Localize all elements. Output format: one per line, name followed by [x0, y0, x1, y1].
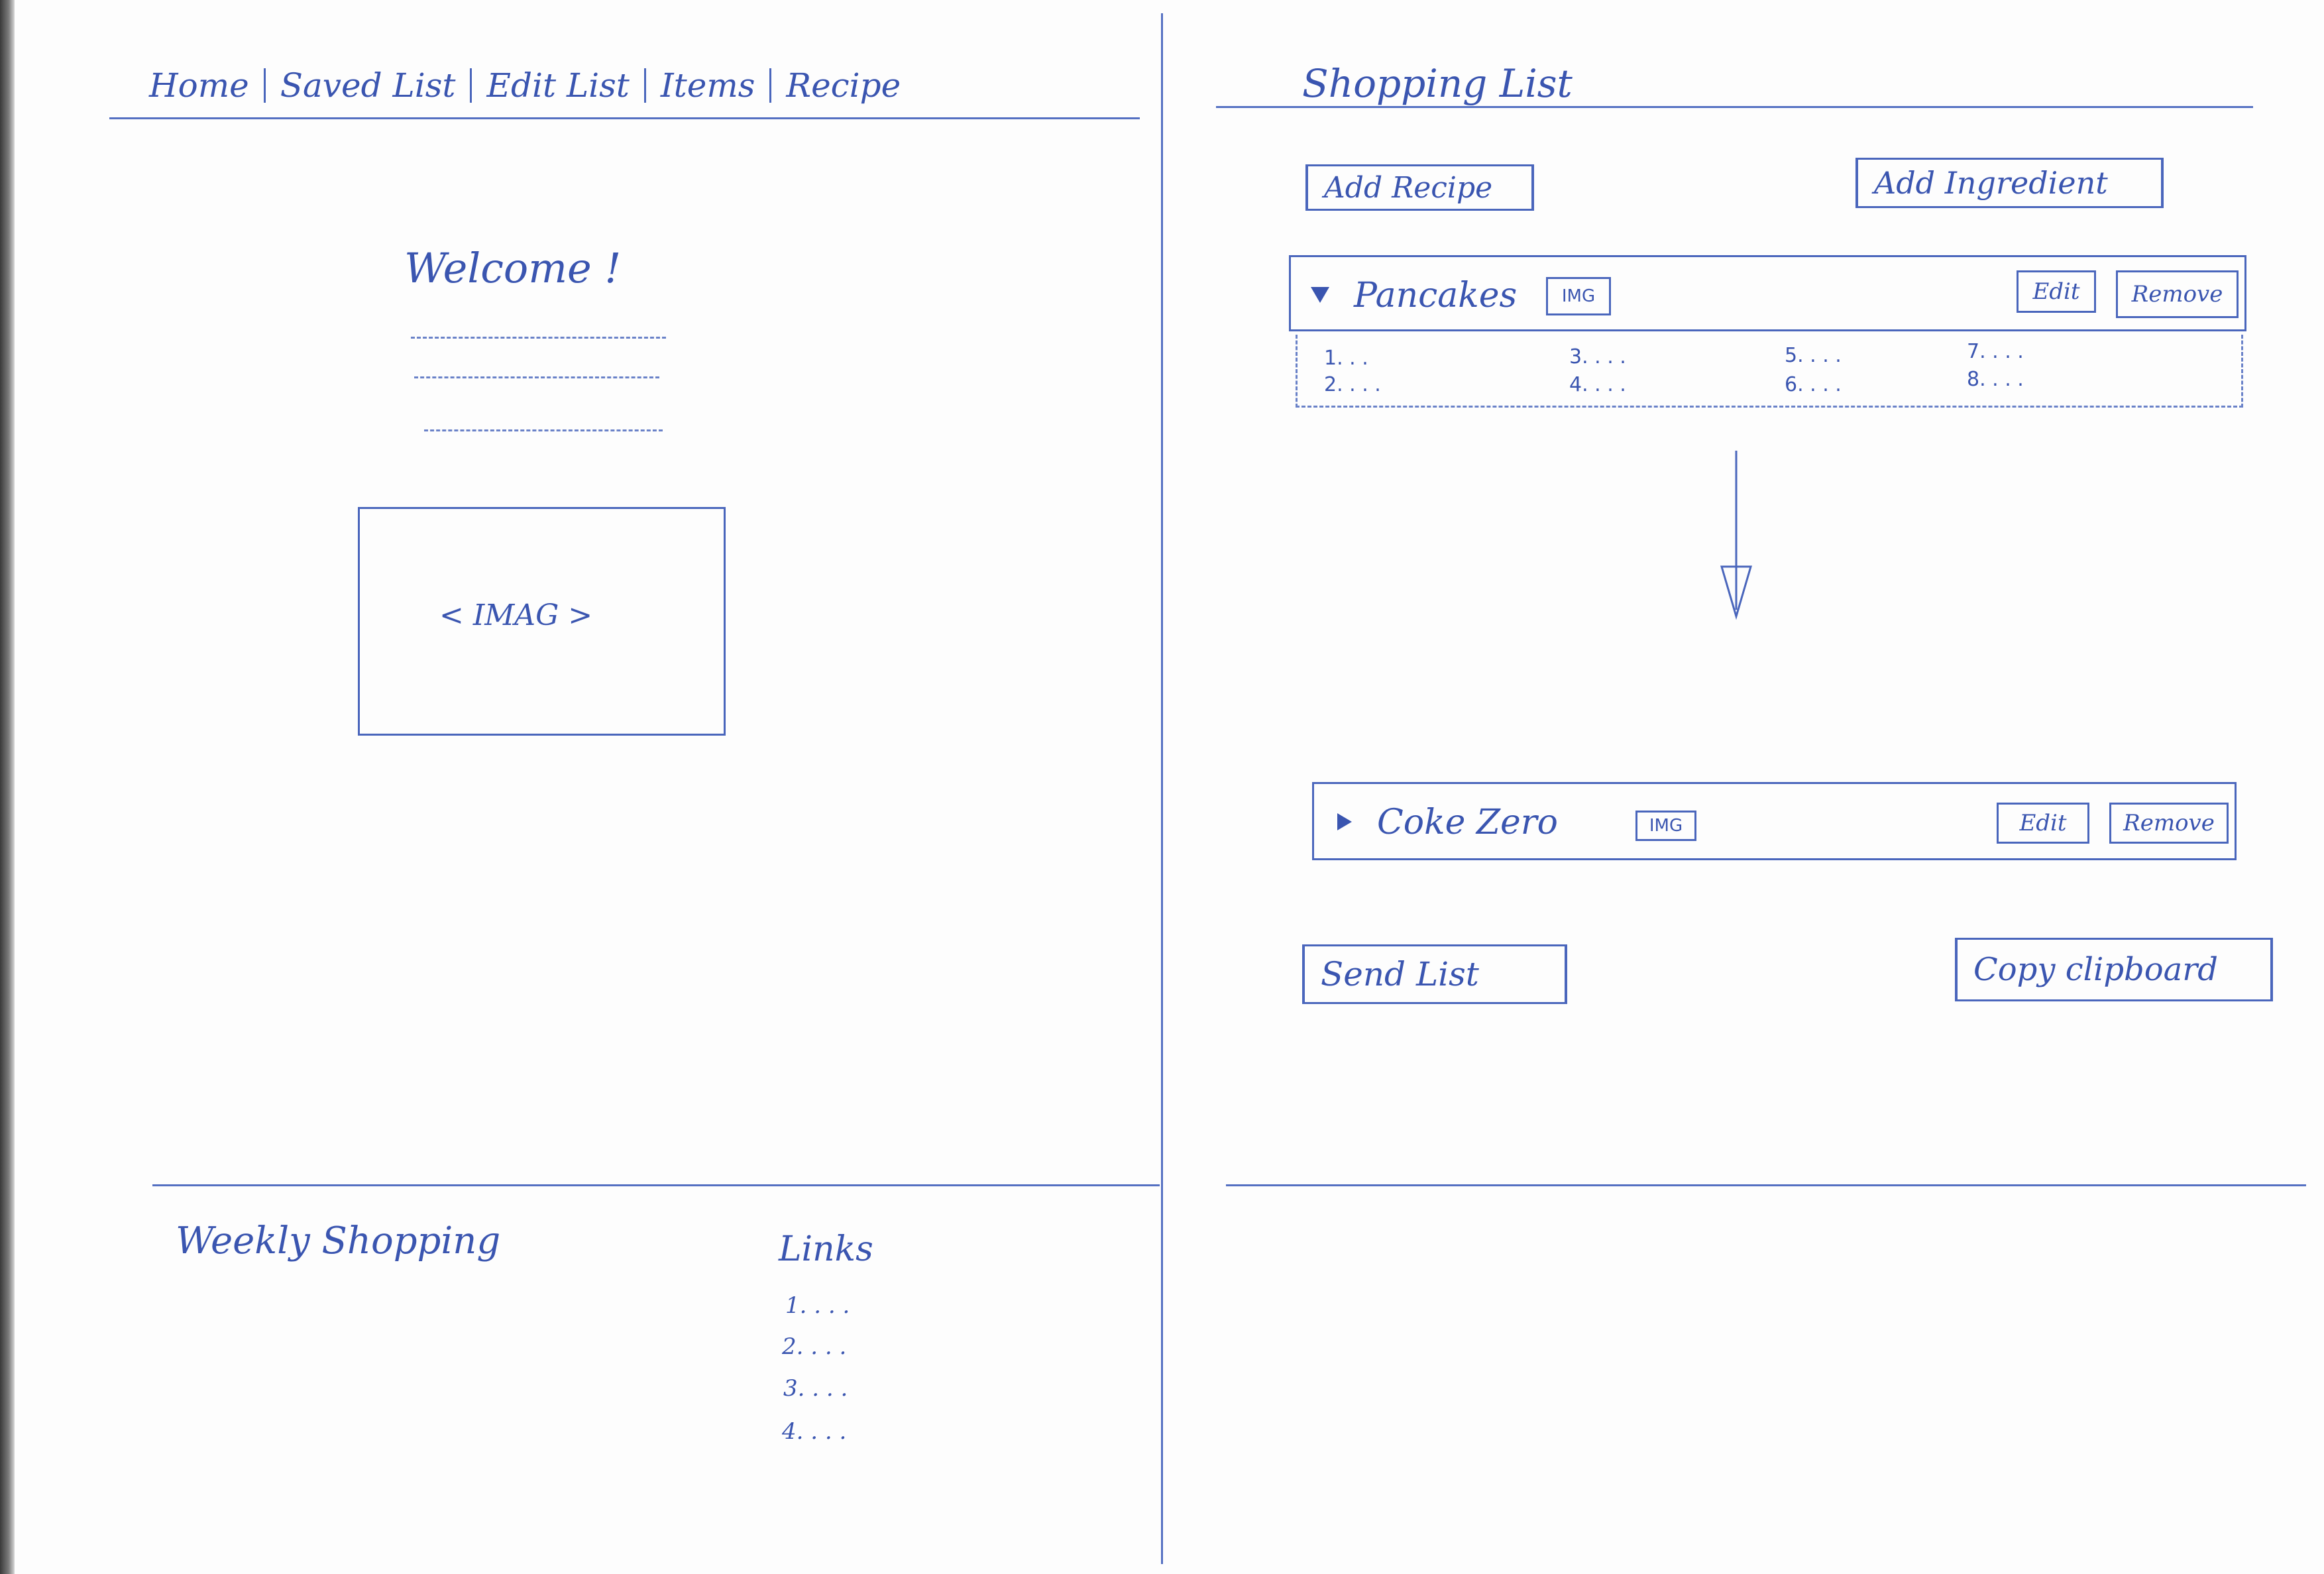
- down-arrow-icon: [1720, 451, 1753, 620]
- edit-button[interactable]: Edit: [2017, 270, 2096, 313]
- edit-button[interactable]: Edit: [1997, 803, 2089, 844]
- right-bottom-divider: [1226, 1184, 2306, 1186]
- nav-underline: [109, 117, 1140, 119]
- add-ingredient-button[interactable]: Add Ingredient: [1855, 158, 2164, 208]
- remove-button[interactable]: Remove: [2116, 270, 2239, 318]
- image-placeholder-label: < IMAG >: [439, 598, 593, 632]
- collapse-caret-icon[interactable]: [1337, 813, 1352, 830]
- footer-links-title: Links: [779, 1229, 873, 1269]
- welcome-heading: Welcome !: [404, 244, 622, 292]
- vertical-divider: [1161, 13, 1163, 1564]
- left-bottom-divider: [152, 1184, 1160, 1186]
- footer-title: Weekly Shopping: [176, 1219, 501, 1263]
- footer-link[interactable]: 3. . . .: [783, 1375, 848, 1402]
- nav-recipe[interactable]: Recipe: [786, 66, 901, 105]
- ingredient-item: 2. . . .: [1324, 373, 1381, 396]
- nav-home[interactable]: Home: [149, 66, 249, 105]
- footer-link[interactable]: 4. . . .: [782, 1418, 847, 1445]
- recipe-image-badge: IMG: [1635, 811, 1696, 841]
- recipe-entry-name: Pancakes: [1354, 276, 1518, 315]
- placeholder-text-line: [411, 337, 666, 339]
- ingredient-item: 5. . . .: [1785, 344, 1842, 367]
- expand-caret-icon[interactable]: [1311, 287, 1329, 303]
- ingredient-item: 7. . . .: [1967, 340, 2024, 363]
- shopping-list-title-underline: [1216, 106, 2253, 108]
- nav-edit-list[interactable]: Edit List: [486, 66, 630, 105]
- ingredient-item: 3. . . .: [1569, 345, 1626, 368]
- nav-separator: [470, 68, 472, 103]
- ingredient-list: 1. . . 2. . . . 3. . . . 4. . . . 5. . .…: [1296, 335, 2243, 408]
- nav-separator: [769, 68, 772, 103]
- nav-separator: [643, 68, 646, 103]
- sketch-paper: [15, 0, 2324, 1574]
- shopping-list-title: Shopping List: [1302, 61, 1573, 106]
- main-navigation: Home Saved List Edit List Items Recipe: [149, 66, 901, 105]
- footer-link[interactable]: 1. . . .: [785, 1292, 850, 1319]
- recipe-entry-name: Coke Zero: [1377, 803, 1558, 842]
- placeholder-text-line: [424, 429, 663, 431]
- ingredient-item: 8. . . .: [1967, 368, 2024, 391]
- nav-saved-list[interactable]: Saved List: [280, 66, 456, 105]
- scanner-edge: [0, 0, 15, 1574]
- recipe-image-badge: IMG: [1546, 277, 1611, 315]
- copy-clipboard-button[interactable]: Copy clipboard: [1955, 938, 2273, 1001]
- remove-button[interactable]: Remove: [2109, 803, 2229, 844]
- placeholder-text-line: [414, 376, 659, 378]
- nav-separator: [263, 68, 266, 103]
- add-recipe-button[interactable]: Add Recipe: [1305, 164, 1534, 211]
- nav-items[interactable]: Items: [660, 66, 755, 105]
- ingredient-item: 1. . .: [1324, 347, 1368, 370]
- recipe-entry-pancakes: Pancakes IMG Edit Remove: [1289, 255, 2246, 331]
- send-list-button[interactable]: Send List: [1302, 944, 1567, 1004]
- ingredient-item: 4. . . .: [1569, 373, 1626, 396]
- footer-link[interactable]: 2. . . .: [782, 1333, 847, 1360]
- hero-image-placeholder: < IMAG >: [358, 507, 726, 736]
- ingredient-item: 6. . . .: [1785, 373, 1842, 396]
- recipe-entry-coke-zero: Coke Zero IMG Edit Remove: [1312, 782, 2237, 860]
